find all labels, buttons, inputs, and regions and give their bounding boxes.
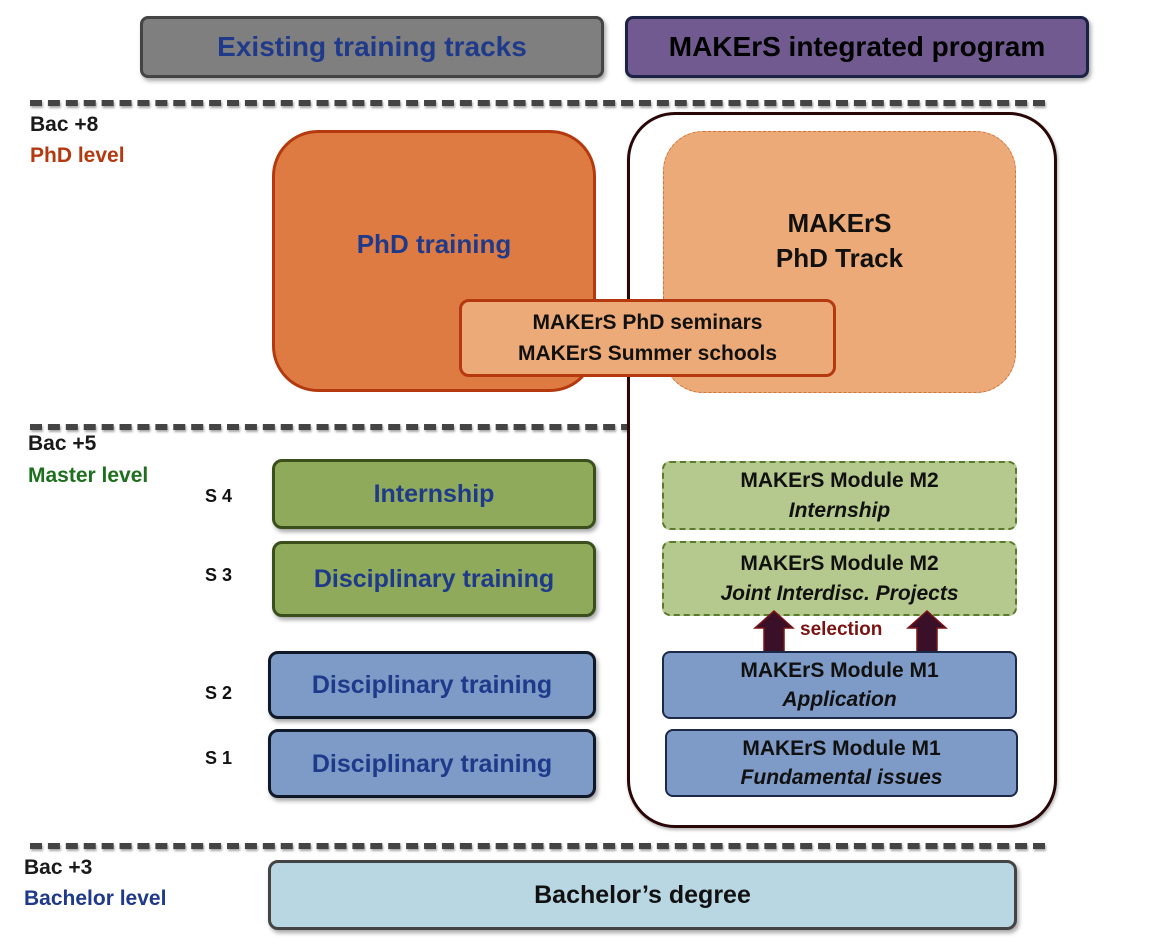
- makers-phd-track-line1: MAKErS: [787, 208, 892, 238]
- module-title: MAKErS Module M2: [740, 552, 939, 576]
- semester-s1: S 1: [205, 748, 233, 768]
- module-subtitle: Internship: [788, 498, 891, 522]
- selection-label: selection: [800, 619, 883, 640]
- level-phd-name: PhD level: [30, 144, 125, 167]
- existing-s4-label: Internship: [373, 480, 495, 508]
- phd-training-box: PhD training: [272, 130, 596, 392]
- bachelor-degree-box: Bachelor’s degree: [268, 860, 1017, 930]
- makers-seminars-line1: MAKErS PhD seminars: [532, 310, 763, 334]
- existing-tracks-header: Existing training tracks: [140, 16, 604, 78]
- module-title: MAKErS Module M1: [740, 658, 939, 682]
- makers-module-m2-internship: MAKErS Module M2 Internship: [662, 461, 1017, 530]
- separator-phd: [30, 100, 1045, 106]
- module-subtitle: Joint Interdisc. Projects: [720, 581, 959, 605]
- existing-s3-disciplinary: Disciplinary training: [272, 541, 596, 617]
- separator-bachelor: [30, 843, 1045, 849]
- existing-s2-label: Disciplinary training: [311, 671, 553, 699]
- makers-module-m1-application: MAKErS Module M1 Application: [662, 651, 1017, 719]
- arrow-up-icon: [753, 609, 795, 654]
- module-title: MAKErS Module M2: [740, 469, 939, 493]
- semester-s2: S 2: [205, 683, 233, 703]
- arrow-up-icon: [906, 609, 948, 654]
- semester-s3: S 3: [205, 565, 233, 585]
- existing-s3-label: Disciplinary training: [313, 565, 555, 593]
- level-master-name: Master level: [28, 464, 149, 487]
- level-bac-5: Bac +5: [28, 432, 97, 455]
- existing-s4-internship: Internship: [272, 459, 596, 529]
- existing-tracks-label: Existing training tracks: [217, 31, 527, 63]
- level-bac-3: Bac +3: [24, 856, 93, 879]
- makers-seminars-line2: MAKErS Summer schools: [517, 342, 778, 365]
- makers-program-header: MAKErS integrated program: [625, 16, 1089, 78]
- makers-phd-track-line2: PhD Track: [775, 243, 904, 274]
- level-bachelor-name: Bachelor level: [24, 887, 167, 910]
- selection-arrows: [753, 609, 948, 654]
- existing-s1-disciplinary: Disciplinary training: [268, 729, 596, 798]
- separator-master: [30, 424, 1045, 430]
- module-subtitle: Fundamental issues: [740, 766, 943, 789]
- phd-training-label: PhD training: [356, 229, 512, 259]
- module-subtitle: Application: [782, 688, 897, 711]
- existing-s2-disciplinary: Disciplinary training: [268, 651, 596, 719]
- makers-module-m1-fundamental: MAKErS Module M1 Fundamental issues: [665, 729, 1018, 797]
- semester-s4: S 4: [205, 486, 233, 506]
- makers-module-m2-projects: MAKErS Module M2 Joint Interdisc. Projec…: [662, 541, 1017, 616]
- bachelor-degree-label: Bachelor’s degree: [534, 881, 751, 909]
- makers-seminars-box: MAKErS PhD seminars MAKErS Summer school…: [459, 299, 836, 377]
- level-bac-8: Bac +8: [30, 113, 99, 136]
- makers-program-label: MAKErS integrated program: [668, 31, 1046, 63]
- existing-s1-label: Disciplinary training: [311, 749, 553, 778]
- module-title: MAKErS Module M1: [742, 736, 941, 760]
